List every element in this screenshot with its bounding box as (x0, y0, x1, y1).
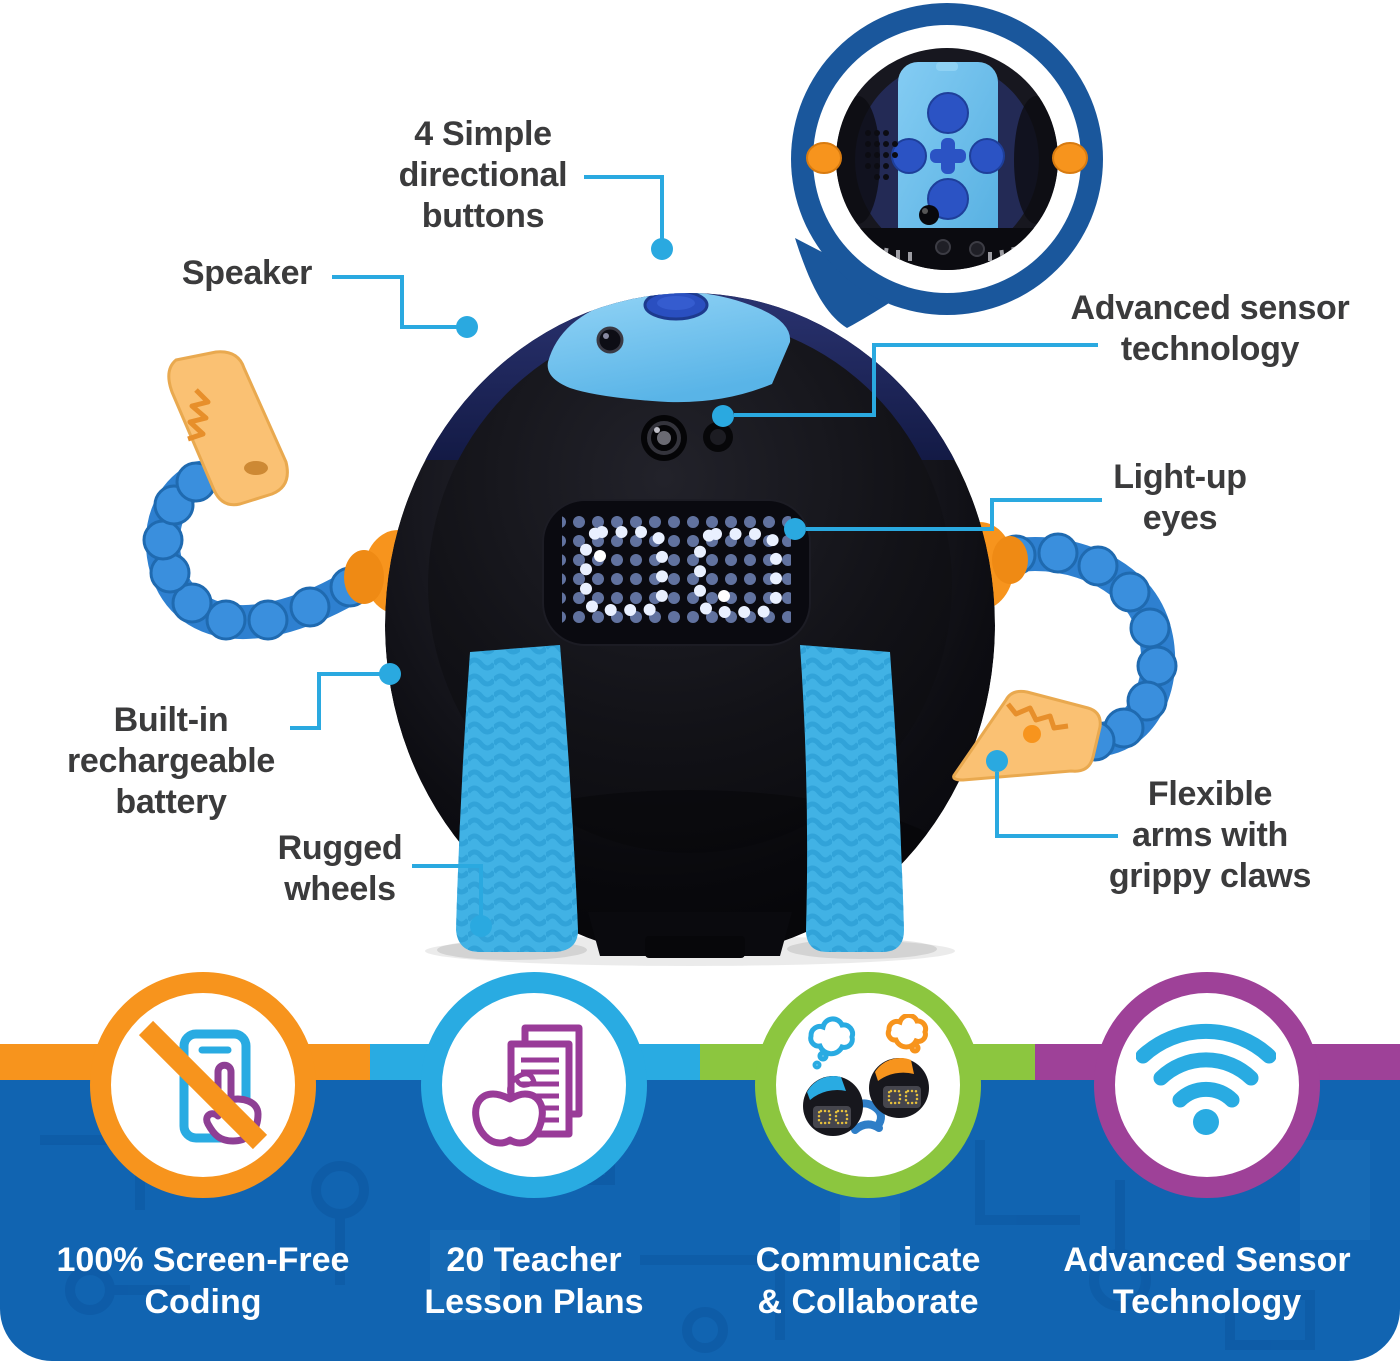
callout-advanced-sensor: Advanced sensor technology (1070, 289, 1350, 368)
top-button-panel (547, 293, 791, 403)
callout-lines (290, 175, 1118, 916)
callout-dots (379, 238, 1008, 937)
callout-battery: Built-in rechargeable battery (66, 701, 276, 821)
callout-light-up-eyes: Light-up eyes (1113, 458, 1247, 537)
inset-directional-buttons (891, 92, 1005, 220)
lesson-plans-icon (472, 1024, 583, 1147)
inset-camera (919, 205, 939, 225)
callout-flexible-arms: Flexible arms with grippy claws (1108, 775, 1312, 895)
thought-bubble-left (808, 1016, 856, 1070)
wifi-dot (1193, 1109, 1219, 1135)
inset-pointer-tail (795, 238, 903, 328)
feature-circle-communicate (755, 972, 981, 1198)
left-wheel (456, 645, 578, 952)
inset-side-knobs (806, 142, 1088, 174)
left-flexible-arm (142, 461, 432, 641)
led-eye-display (542, 499, 811, 646)
callout-speaker: Speaker (181, 254, 313, 292)
left-grippy-claw (167, 350, 289, 507)
callout-rugged-wheels: Rugged wheels (277, 829, 403, 908)
sensor-eyes (641, 415, 733, 461)
mini-robot-left (803, 1076, 863, 1136)
top-view-inset (791, 3, 1103, 328)
prohibition-slash (138, 1020, 268, 1150)
feature-label-sensor-technology: Advanced Sensor Technology (1063, 1241, 1351, 1321)
no-screen-icon (138, 1020, 268, 1150)
feature-label-communicate: Communicate & Collaborate (755, 1241, 981, 1321)
mini-robot-right (869, 1058, 929, 1118)
callout-directional-buttons: 4 Simple directional buttons (398, 115, 568, 235)
inset-speaker-holes (865, 130, 898, 180)
thought-bubble-right (885, 1014, 929, 1054)
apple-icon (472, 1090, 546, 1147)
wifi-sensor-icon (1136, 1023, 1276, 1135)
top-camera-hole (596, 326, 624, 354)
feature-label-lesson-plans: 20 Teacher Lesson Plans (424, 1241, 644, 1321)
robots-communicate-icon (803, 1014, 929, 1136)
feature-circle-lesson-plans (421, 972, 647, 1198)
bottom-pedestal (588, 912, 792, 958)
feature-label-screen-free: 100% Screen-Free Coding (56, 1241, 350, 1321)
feature-circle-screen-free (90, 972, 316, 1198)
feature-circle-sensor (1094, 972, 1320, 1198)
right-wheel (800, 645, 904, 952)
